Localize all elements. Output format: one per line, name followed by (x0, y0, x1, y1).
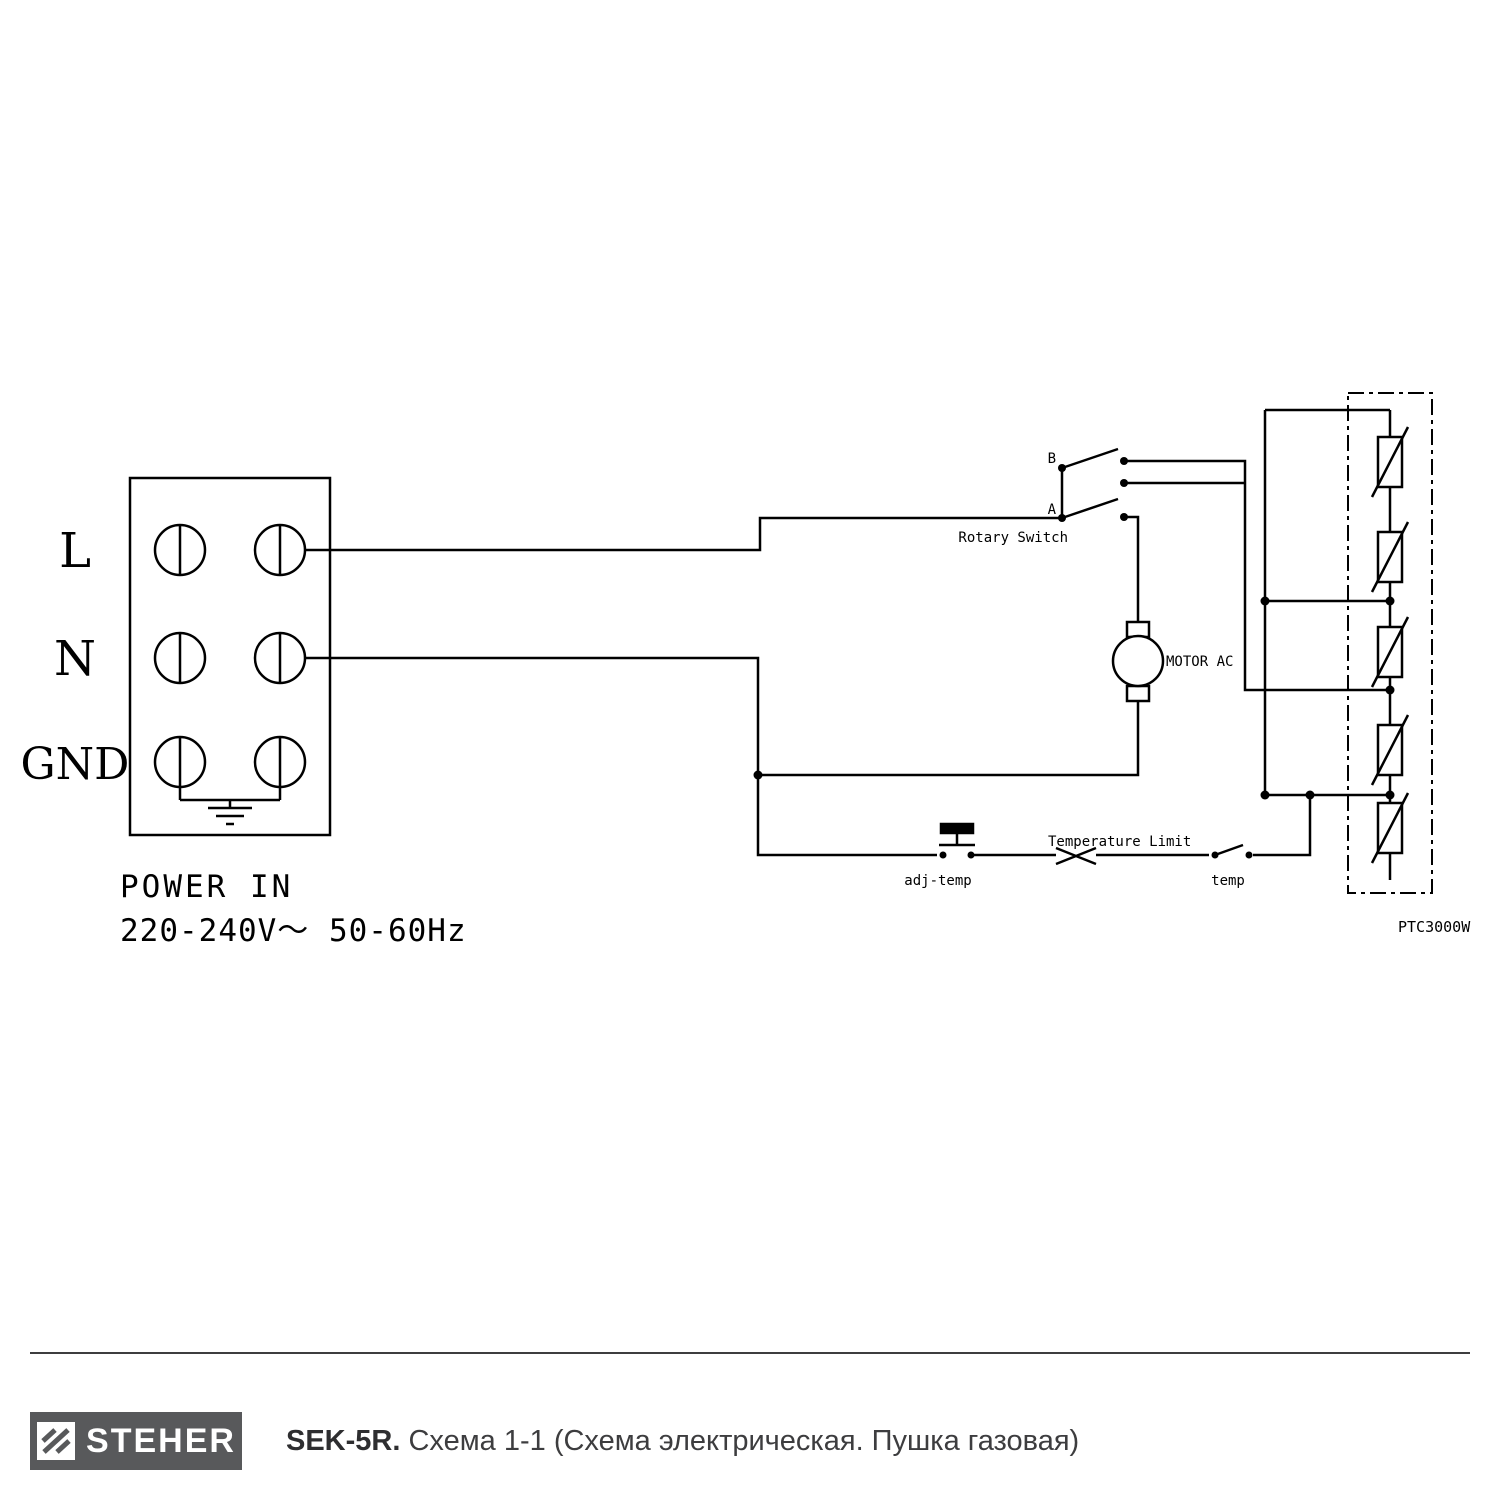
contact-a-label: A (1048, 502, 1057, 518)
temperature-limit-label: Temperature Limit (1048, 834, 1191, 850)
steher-logo: STEHER (30, 1412, 242, 1470)
caption: SEK-5R. Схема 1-1 (Схема электрическая. … (286, 1425, 1079, 1458)
power-rating-label: 220-240V～ 50-60Hz (120, 913, 467, 949)
ptc-resistors (1370, 426, 1410, 864)
motor-ac-symbol (1111, 620, 1165, 703)
ground-icon (178, 787, 282, 826)
contact-b-label: B (1048, 451, 1056, 467)
temp-switch-blade (1214, 843, 1244, 857)
caption-text: Схема 1-1 (Схема электрическая. Пушка га… (400, 1424, 1080, 1457)
brand-name: STEHER (86, 1421, 236, 1460)
rotary-switch-label: Rotary Switch (958, 530, 1068, 546)
footer-divider (30, 1352, 1470, 1354)
label-neutral: N (54, 631, 96, 687)
label-line: L (59, 523, 91, 579)
rotary-switch-blades (1061, 447, 1119, 520)
terminal-screws (153, 523, 307, 789)
label-ground: GND (21, 739, 130, 790)
adj-temp-label: adj-temp (904, 873, 971, 889)
motor-label: MOTOR AC (1166, 654, 1233, 670)
model-label: SEK-5R. (286, 1424, 401, 1457)
thermal-cutout-icon (1055, 846, 1097, 866)
adj-temp-button-icon (939, 822, 975, 847)
footer: STEHER SEK-5R. Схема 1-1 (Схема электрич… (30, 1412, 1079, 1470)
ptc-heater-box (1347, 392, 1433, 894)
terminal-block-box (128, 476, 332, 837)
temp-label: temp (1211, 873, 1245, 889)
steher-logo-icon (37, 1422, 76, 1460)
power-in-label: POWER IN (120, 869, 293, 905)
junction-dots (753, 457, 1395, 859)
wires (305, 408, 1392, 880)
ptc-label: PTC3000W (1398, 918, 1471, 936)
